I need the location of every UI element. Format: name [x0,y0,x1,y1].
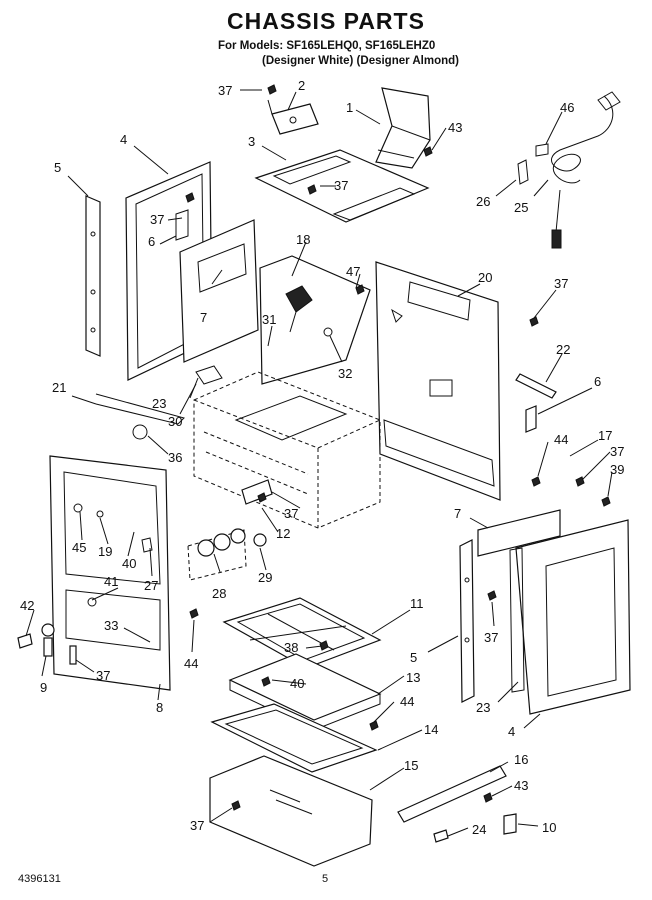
callout-4: 4 [120,132,127,147]
callout-3: 3 [248,134,255,149]
callout-17: 17 [598,428,612,443]
part-side-trim-right [459,539,475,703]
callout-46: 46 [560,100,574,115]
models-line: For Models: SF165LEHQ0, SF165LEHZ0 [218,40,436,52]
part-back-panel [375,261,501,501]
callout-18: 18 [296,232,310,247]
callout-44: 44 [400,694,414,709]
callout-numbers: 37 2 1 43 46 4 3 5 37 26 25 37 6 18 47 2… [20,78,624,837]
callout-6: 6 [148,234,155,249]
part-rear-panel [259,255,371,385]
callout-22: 22 [556,342,570,357]
callout-21: 21 [52,380,66,395]
part-burner-top [254,149,430,223]
page-title: CHASSIS PARTS [227,8,425,34]
part-power-cord [517,91,621,249]
doc-number: 4396131 [18,873,61,885]
callout-37: 37 [484,630,498,645]
callout-23: 23 [476,700,490,715]
part-clip-right [525,405,537,433]
callout-20: 20 [478,270,492,285]
callout-28: 28 [212,586,226,601]
callout-7: 7 [454,506,461,521]
leader-lines [25,89,613,837]
callout-5: 5 [54,160,61,175]
callout-37: 37 [554,276,568,291]
callout-24: 24 [472,822,486,837]
part-side-panel-right [477,509,631,715]
callout-45: 45 [72,540,86,555]
callout-44: 44 [554,432,568,447]
fastener-screws [185,84,611,811]
callout-4: 4 [508,724,515,739]
part-small-fasteners-left [17,623,77,665]
part-drawer [210,703,378,773]
callout-23: 23 [152,396,166,411]
callout-33: 33 [104,618,118,633]
callout-37: 37 [150,212,164,227]
callout-44: 44 [184,656,198,671]
callout-40: 40 [122,556,136,571]
callout-13: 13 [406,670,420,685]
callout-11: 11 [410,596,424,611]
callout-25: 25 [514,200,528,215]
part-burner-assembly [187,479,273,581]
part-heat-shield [179,219,259,385]
callout-43: 43 [448,120,462,135]
callout-37: 37 [334,178,348,193]
callout-27: 27 [144,578,158,593]
callout-5: 5 [410,650,417,665]
callout-15: 15 [404,758,418,773]
callout-8: 8 [156,700,163,715]
callout-14: 14 [424,722,438,737]
callout-38: 38 [284,640,298,655]
callout-7: 7 [200,310,207,325]
callout-29: 29 [258,570,272,585]
callout-36: 36 [168,450,182,465]
callout-37: 37 [218,83,232,98]
variants-line: (Designer White) (Designer Almond) [262,55,459,67]
callout-37: 37 [284,506,298,521]
page-number: 5 [322,873,329,885]
callout-30: 30 [168,414,182,429]
callout-40: 40 [290,676,304,691]
callout-37: 37 [96,668,110,683]
callout-9: 9 [40,680,47,695]
callout-37: 37 [610,444,624,459]
part-vent-duct [375,87,431,169]
callout-10: 10 [542,820,556,835]
callout-31: 31 [262,312,276,327]
callout-16: 16 [514,752,528,767]
part-side-trim-left [85,195,101,357]
callout-42: 42 [20,598,34,613]
callout-12: 12 [276,526,290,541]
part-broil-pan [222,597,382,669]
part-oven-cavity [193,371,381,529]
part-gasket [95,393,185,440]
part-rod [515,373,557,399]
callout-39: 39 [610,462,624,477]
callout-37: 37 [190,818,204,833]
callout-26: 26 [476,194,490,209]
callout-43: 43 [514,778,528,793]
callout-47: 47 [346,264,360,279]
callout-32: 32 [338,366,352,381]
callout-1: 1 [346,100,353,115]
callout-6: 6 [594,374,601,389]
callout-2: 2 [298,78,305,93]
part-bottom-right-hardware [397,765,517,843]
callout-19: 19 [98,544,112,559]
part-bracket [267,99,319,135]
callout-41: 41 [104,574,118,589]
part-drawer-front [209,755,373,867]
